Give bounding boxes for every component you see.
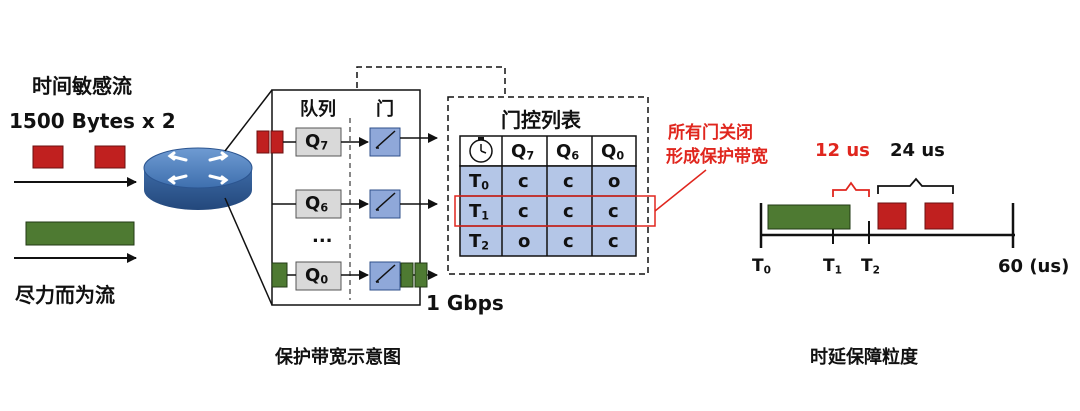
be-frame-on-timeline (767, 204, 851, 230)
table-cell: c (563, 231, 574, 252)
queue-ellipsis: ... (312, 226, 333, 247)
ts-frame-on-timeline-2 (924, 202, 954, 230)
table-cell: c (608, 201, 619, 222)
queue-column-header: 队列 (300, 99, 336, 120)
timeline (759, 177, 1015, 248)
queue-q0 (295, 261, 342, 291)
table-header-q6: Q6 (556, 141, 580, 163)
table-cell: c (608, 231, 619, 252)
best-effort-flow-label: 尽力而为流 (15, 283, 115, 307)
link-speed-label: 1 Gbps (426, 291, 504, 315)
clock-icon (469, 137, 493, 163)
queue-q7-label: Q7 (305, 131, 329, 153)
tick-t0-label: T0 (752, 256, 771, 277)
gate-column-header: 门 (376, 99, 394, 120)
gate-q6 (369, 189, 401, 219)
latency-granularity-caption: 时延保障粒度 (810, 347, 918, 368)
table-cell: o (608, 171, 621, 192)
packet-size-label: 1500 Bytes x 2 (9, 109, 176, 133)
timeline-end-label: 60 (us) (998, 256, 1070, 277)
gate-control-list-frame (447, 96, 649, 275)
table-header-q7: Q7 (511, 141, 535, 163)
queue-q6-label: Q6 (305, 193, 329, 215)
gate-control-table (459, 135, 637, 257)
ts-packet-2 (94, 145, 126, 169)
table-cell: c (518, 201, 529, 222)
table-cell: c (518, 171, 529, 192)
ts-frame-on-timeline-1 (877, 202, 907, 230)
table-cell: o (518, 231, 531, 252)
router-icon (143, 147, 253, 210)
table-row-t0-label: T0 (469, 171, 490, 193)
gate-q7 (369, 127, 401, 157)
be-packet (25, 221, 135, 246)
table-cell: c (563, 201, 574, 222)
gate-control-list-title: 门控列表 (501, 108, 581, 132)
time-sensitive-flow-label: 时间敏感流 (32, 74, 132, 98)
ts-packet-1 (32, 145, 64, 169)
label-12us: 12 us (815, 140, 870, 161)
table-cell: c (563, 171, 574, 192)
switch-box (271, 89, 421, 306)
label-24us: 24 us (890, 140, 945, 161)
annotation-all-gates-closed: 所有门关闭 (668, 123, 753, 143)
annotation-guard-band: 形成保护带宽 (666, 147, 768, 167)
table-row-t1-label: T1 (469, 201, 490, 223)
table-row-t2-label: T2 (469, 231, 490, 253)
queue-q0-label: Q0 (305, 265, 329, 287)
table-header-q0: Q0 (601, 141, 625, 163)
gate-q0 (369, 261, 401, 291)
guard-band-caption: 保护带宽示意图 (275, 347, 401, 368)
tick-t1-label: T1 (823, 256, 842, 277)
tick-t2-label: T2 (861, 256, 880, 277)
